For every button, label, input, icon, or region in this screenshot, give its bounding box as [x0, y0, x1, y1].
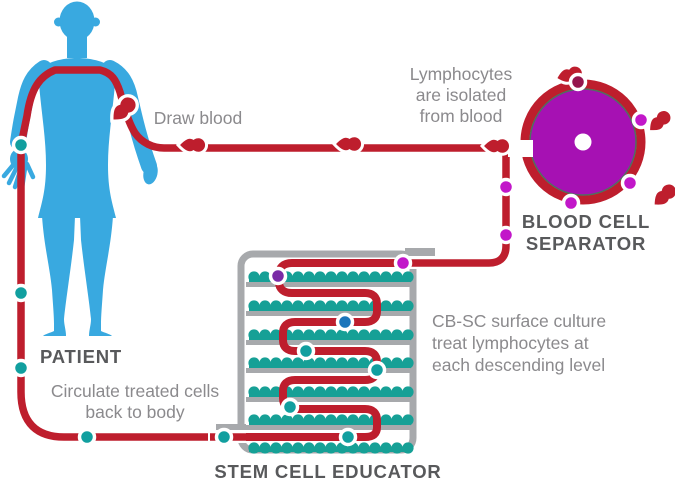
tube-separator-branch	[420, 150, 510, 267]
patient-torso	[38, 58, 116, 218]
shelf	[246, 282, 410, 287]
circulate-annotation-line1: Circulate treated cells	[51, 381, 220, 401]
shelf	[246, 311, 410, 316]
separator-label-line2: SEPARATOR	[526, 233, 646, 254]
tube-return-segment	[17, 145, 224, 441]
lymphocyte-dot	[496, 225, 516, 245]
treated-cell-dot	[214, 427, 234, 447]
treated-cell-dot	[11, 283, 31, 303]
tube-draw-segment	[17, 66, 512, 152]
lymphocyte-dot	[393, 253, 413, 273]
culture-annotation-line2: treat lymphocytes at	[432, 333, 589, 353]
culture-layer	[248, 386, 414, 398]
circulate-annotation-line2: back to body	[85, 402, 184, 422]
treated-cell-dot	[338, 427, 358, 447]
treated-cell-dot	[367, 360, 387, 380]
shelf	[246, 425, 410, 430]
patient-left-leg	[42, 216, 75, 336]
culture-layer	[248, 442, 414, 454]
lymphocyte-dot	[496, 177, 516, 197]
educating-cell-dot	[335, 312, 355, 332]
patient-label: PATIENT	[40, 346, 122, 367]
patient-neck	[67, 34, 87, 58]
educator-label: STEM CELL EDUCATOR	[214, 461, 441, 482]
stem-cell-educator-device	[237, 250, 417, 454]
culture-layer	[248, 357, 414, 369]
culture-annotation-line3: each descending level	[432, 355, 605, 375]
red-cell-dot	[568, 72, 588, 92]
lymphocyte-dot	[620, 173, 640, 193]
treated-cell-dot	[11, 135, 31, 155]
blood-drop-icon	[332, 134, 365, 154]
separator-inlet-port	[508, 140, 533, 157]
separator-hub	[574, 133, 592, 151]
treated-cell-dot	[77, 427, 97, 447]
educating-cell-dot	[268, 266, 288, 286]
blood-tube	[17, 66, 512, 441]
shelf	[246, 368, 410, 373]
treated-cell-dot	[11, 358, 31, 378]
separator-label-line1: BLOOD CELL	[522, 211, 650, 232]
patient-head	[59, 1, 95, 41]
blood-drop-icon	[480, 136, 513, 156]
patient-right-leg	[80, 216, 113, 336]
culture-annotation-line1: CB-SC surface culture	[432, 311, 606, 331]
lymphocyte-dot	[631, 110, 651, 130]
lymphocyte-dot	[561, 193, 581, 213]
shelf	[246, 340, 410, 345]
blood-drop-icon	[645, 177, 675, 214]
patient-ear-left	[54, 17, 63, 27]
draw-blood-label: Draw blood	[154, 108, 243, 128]
lymphocytes-annotation-line2: are isolated	[416, 85, 506, 105]
patient-left-arm	[10, 60, 52, 150]
lymphocytes-annotation-line1: Lymphocytes	[410, 64, 513, 84]
culture-layer	[248, 414, 414, 426]
cell-dots	[11, 72, 651, 447]
shelf	[246, 397, 410, 402]
patient-ear-right	[91, 17, 100, 27]
tube-serpentine	[236, 259, 424, 441]
patient-figure	[1, 1, 158, 336]
culture-layer	[248, 300, 414, 312]
culture-layer	[248, 329, 414, 341]
treated-cell-dot	[280, 397, 300, 417]
treated-cell-dot	[296, 341, 316, 361]
patient-right-hand	[143, 161, 158, 185]
lymphocytes-annotation-line3: from blood	[420, 106, 503, 126]
culture-layer	[248, 271, 414, 283]
blood-drop-icon	[176, 135, 209, 155]
